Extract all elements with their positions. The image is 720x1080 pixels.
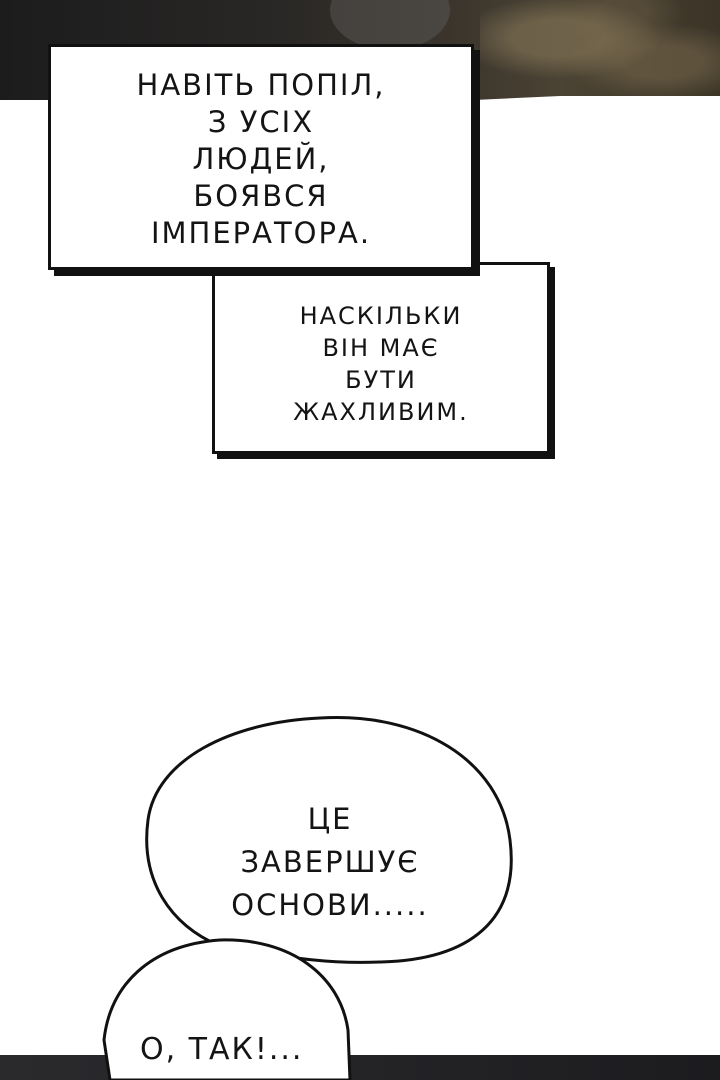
narration-line: БОЯВСЯ xyxy=(193,178,329,213)
patterned-fabric-illustration xyxy=(480,0,720,100)
narration-box-1: НАВІТЬ ПОПІЛ, З УСІХ ЛЮДЕЙ, БОЯВСЯ ІМПЕР… xyxy=(48,44,474,270)
top-panel-edge xyxy=(474,96,720,100)
speech-bubble-2-text: О, ТАК!... xyxy=(120,1030,370,1070)
narration-line: НАВІТЬ ПОПІЛ, xyxy=(136,67,386,102)
bubble-line: О, ТАК!... xyxy=(140,1032,304,1067)
bubble-line: ОСНОВИ..... xyxy=(231,888,429,922)
narration-line: ІМПЕРАТОРА. xyxy=(150,215,372,250)
speech-bubble-2-shape xyxy=(102,938,352,1080)
speech-bubble-1-text: ЦЕ ЗАВЕРШУЄ ОСНОВИ..... xyxy=(200,798,460,927)
narration-line: НАСКІЛЬКИ xyxy=(299,302,463,330)
narration-line: ЖАХЛИВИМ. xyxy=(293,398,469,426)
narration-line: З УСІХ xyxy=(207,104,315,139)
bubble-line: ЗАВЕРШУЄ xyxy=(240,845,420,879)
bubble-line: ЦЕ xyxy=(307,802,353,836)
narration-line: ЛЮДЕЙ, xyxy=(192,141,330,176)
panel-edge-cut xyxy=(474,96,720,100)
narration-line: БУТИ xyxy=(345,366,417,394)
narration-line: ВІН МАЄ xyxy=(322,334,440,362)
narration-box-2: НАСКІЛЬКИ ВІН МАЄ БУТИ ЖАХЛИВИМ. xyxy=(212,262,550,454)
